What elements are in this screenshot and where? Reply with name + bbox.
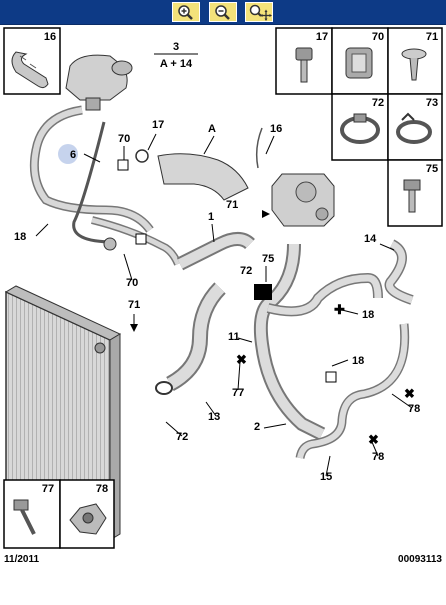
box-number: 78	[96, 483, 108, 495]
callout-15: 15	[320, 471, 332, 483]
zoom-out-icon	[215, 5, 230, 20]
hose-junction[interactable]	[266, 272, 383, 317]
callout-6-highlight	[58, 144, 78, 164]
callout-78: 75	[262, 253, 274, 265]
box-number: 73	[426, 97, 438, 109]
svg-text:✚: ✚	[334, 302, 345, 317]
hose-18[interactable]	[29, 105, 154, 233]
zoom-in-button[interactable]	[172, 2, 200, 22]
callout-13: 16	[270, 123, 282, 135]
svg-text:✖: ✖	[368, 432, 379, 447]
callout-77: 77	[232, 387, 244, 399]
assembly-formula: A + 14	[160, 58, 193, 70]
callout-75-right: 78	[408, 403, 420, 415]
hose-bundle-70[interactable]	[91, 216, 182, 266]
callout-75-bottom: 78	[372, 451, 384, 463]
callout-73-mid: 72	[240, 265, 252, 277]
callout-1: 1	[208, 211, 214, 223]
pan-zoom-button[interactable]	[245, 2, 273, 22]
svg-text:✖: ✖	[236, 352, 247, 367]
callout-17: 18	[362, 309, 374, 321]
zoom-in-icon	[178, 5, 193, 20]
hose-2[interactable]	[253, 243, 326, 441]
callout-A: A	[208, 123, 216, 135]
callout-labels: 6 70 17 A 16 1 71 18 70 14 72 75 71 18 1…	[14, 119, 420, 483]
leader-lines	[35, 133, 413, 477]
box-number: 17	[316, 31, 328, 43]
callout-16: 18	[352, 355, 364, 367]
reference-markers: ✚ ✖ ✖ ✖	[117, 159, 415, 447]
callout-18: 18	[14, 231, 26, 243]
part-box-16-topleft[interactable]: 16	[3, 27, 61, 95]
exploded-parts-diagram: 16 3 A + 14 17 70 71 72	[0, 24, 446, 600]
hose-1[interactable]	[176, 232, 255, 271]
callout-71: 70	[118, 133, 130, 145]
callout-11: 14	[364, 233, 377, 245]
hose-11[interactable]	[384, 239, 414, 305]
assembly-header: 3 A + 14	[154, 41, 198, 70]
box-number: 77	[42, 483, 54, 495]
box-number: 71	[426, 31, 438, 43]
part-box-71[interactable]: 71	[401, 31, 438, 81]
assembly-number: 3	[173, 41, 179, 53]
expansion-tank[interactable]	[65, 54, 133, 111]
part-box-72[interactable]: 72	[340, 97, 384, 144]
callout-72-mid: 71	[128, 299, 140, 311]
zoom-move-icon	[249, 4, 272, 21]
box-number: 70	[372, 31, 384, 43]
callout-9: 13	[208, 411, 220, 423]
hose-9[interactable]	[155, 282, 226, 395]
box-number: 16	[44, 31, 56, 43]
hose-A[interactable]	[135, 149, 249, 201]
parts-grid-top-right: 17 70 71 72 73 75	[275, 27, 443, 227]
part-box-75[interactable]: 75	[403, 163, 438, 213]
part-box-70[interactable]: 70	[345, 31, 384, 79]
box-number: 72	[372, 97, 384, 109]
callout-70: 70	[126, 277, 138, 289]
svg-text:✖: ✖	[404, 386, 415, 401]
callout-6: 6	[70, 149, 76, 161]
callout-72-top: 71	[226, 199, 238, 211]
part-box-78[interactable]: 78	[59, 479, 115, 549]
footer-reference: 00093113	[398, 554, 442, 565]
hose-15[interactable]	[295, 323, 410, 459]
callout-8: 11	[228, 331, 240, 343]
part-box-17[interactable]: 17	[295, 31, 328, 83]
footer-date: 11/2011	[4, 554, 39, 565]
part-box-77[interactable]: 77	[3, 479, 61, 549]
callout-2: 2	[254, 421, 260, 433]
zoom-out-button[interactable]	[209, 2, 237, 22]
viewer-toolbar	[0, 0, 446, 25]
part-box-73[interactable]: 73	[396, 97, 438, 144]
box-number: 75	[426, 163, 438, 175]
diagram-canvas: 16 3 A + 14 17 70 71 72	[3, 27, 443, 565]
callout-14: 17	[152, 119, 164, 131]
thermostat-housing[interactable]	[255, 127, 335, 227]
